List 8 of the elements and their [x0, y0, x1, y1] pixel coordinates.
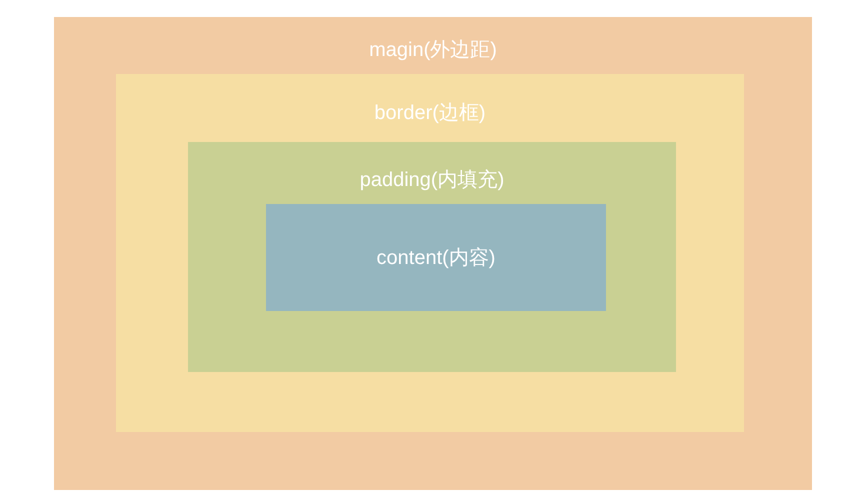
box-label: padding(内填充)	[360, 168, 504, 192]
padding-box	[188, 142, 676, 372]
box-label: magin(外边距)	[369, 38, 497, 62]
border-box	[116, 74, 744, 432]
box-label: content(内容)	[376, 246, 496, 270]
content-box	[266, 204, 606, 311]
box-label: border(边框)	[374, 101, 486, 125]
margin-box	[54, 17, 812, 490]
